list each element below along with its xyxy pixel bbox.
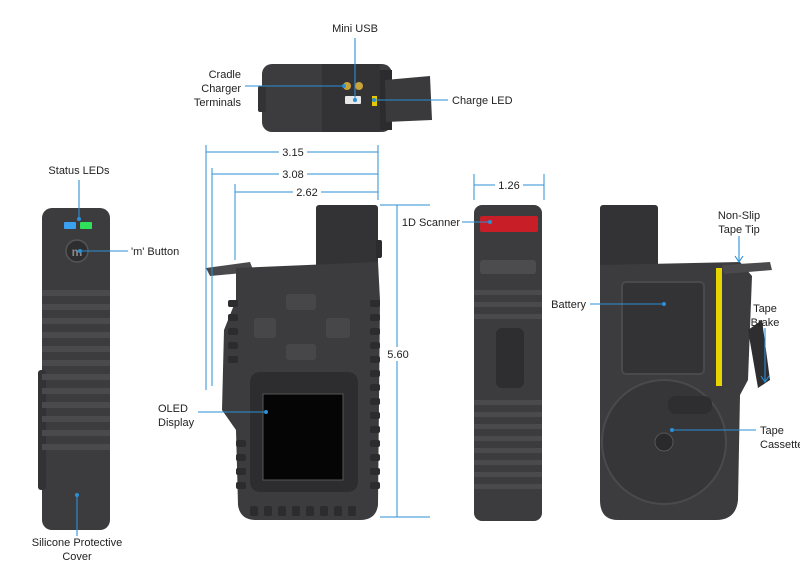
dim-width-overall: 3.15 (282, 147, 303, 159)
side-grip-ribs (42, 290, 110, 450)
front-key-up (286, 294, 316, 310)
status-leds-label: Status LEDs (48, 165, 110, 177)
tape-cassette-label-line1: Tape (760, 425, 784, 437)
non-slip-label-line2: Tape Tip (718, 224, 760, 236)
oled-display (262, 393, 344, 481)
cradle-label-line1: Cradle (209, 69, 241, 81)
m-button-glyph: m (72, 245, 83, 259)
side-view-device: m (38, 208, 110, 530)
status-led-blue (64, 222, 76, 229)
front-key-right (326, 318, 350, 338)
non-slip-label-line1: Non-Slip (718, 210, 760, 222)
back-view-device (600, 205, 772, 520)
front-view-device (206, 205, 382, 520)
tape-brake (748, 320, 770, 388)
cradle-label-line3: Terminals (194, 97, 242, 109)
scanner-label: 1D Scanner (402, 217, 460, 229)
cradle-terminal-left (343, 82, 351, 90)
silicone-label-line2: Cover (62, 551, 92, 563)
dim-width-body: 3.08 (282, 169, 303, 181)
front-key-left (254, 318, 276, 338)
charge-led-label: Charge LED (452, 95, 513, 107)
oled-label-line1: OLED (158, 403, 188, 415)
mini-usb-label: Mini USB (332, 23, 378, 35)
tape-strip (716, 268, 722, 386)
battery-label: Battery (551, 299, 586, 311)
battery (621, 281, 705, 375)
scanner-side-ribs (474, 290, 542, 489)
side-clip (496, 328, 524, 388)
tape-brake-label-line2: Brake (751, 317, 780, 329)
oled-label-line2: Display (158, 417, 195, 429)
dim-height: 5.60 (387, 349, 408, 361)
front-key-down (286, 344, 316, 360)
cradle-label-line2: Charger (201, 83, 241, 95)
cradle-terminal-right (355, 82, 363, 90)
scanner-side-device (474, 205, 542, 521)
tape-cassette-label-line2: Cassette (760, 439, 800, 451)
m-button-label: 'm' Button (131, 246, 179, 258)
dim-depth: 1.26 (498, 180, 519, 192)
tape-brake-label-line1: Tape (753, 303, 777, 315)
scanner-window (480, 216, 538, 232)
status-led-green (80, 222, 92, 229)
silicone-label-line1: Silicone Protective (32, 537, 123, 549)
dim-width-grip: 2.62 (296, 187, 317, 199)
top-view-device (258, 64, 432, 132)
front-grip-ribs (228, 300, 380, 516)
